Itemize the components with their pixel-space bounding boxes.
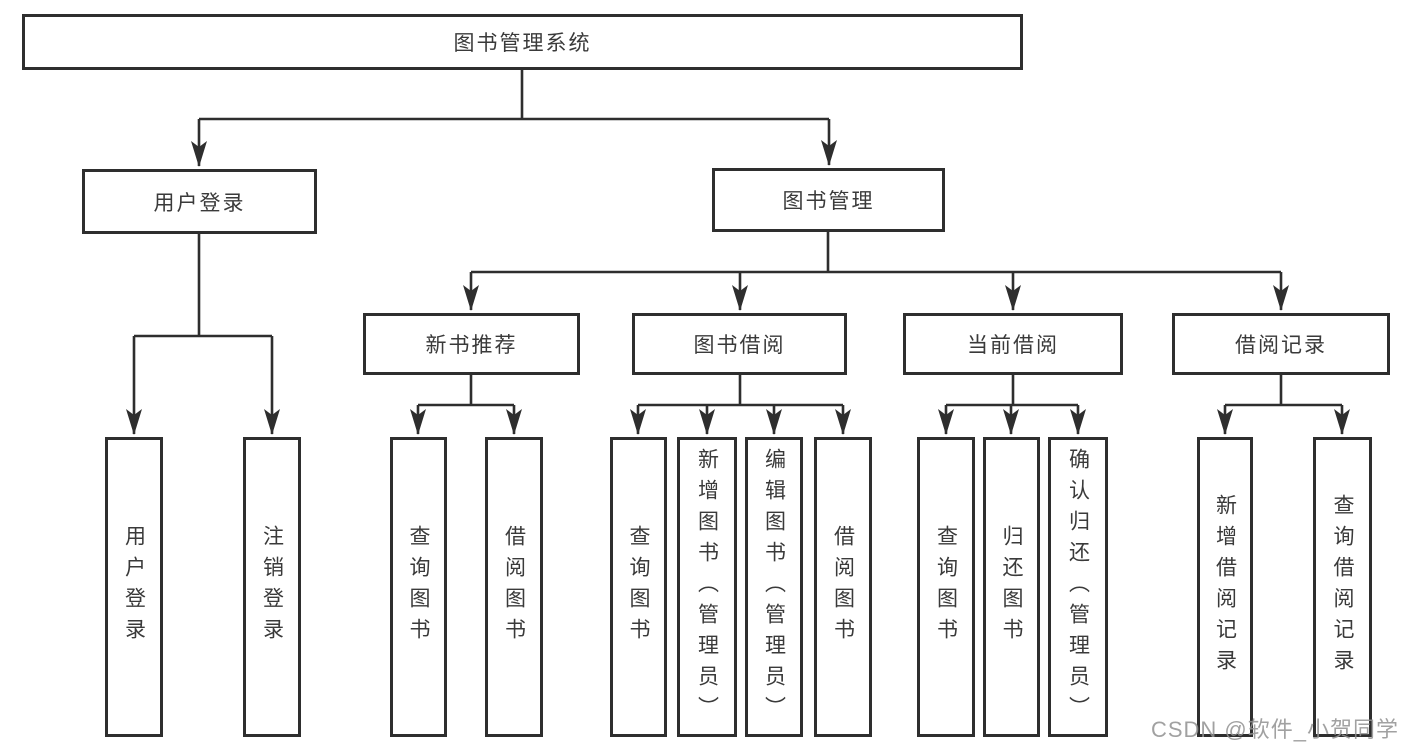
- node-library-management-system: 图书管理系统: [22, 14, 1023, 70]
- node-leaf-confirm-return-admin: 确认归还（管理员）: [1048, 437, 1108, 737]
- node-label: 新增图书（管理员）: [695, 447, 719, 727]
- node-leaf-return-books: 归还图书: [983, 437, 1040, 737]
- node-label: 查询图书: [934, 525, 958, 649]
- node-label: 用户登录: [153, 191, 246, 215]
- node-label: 图书管理系统: [453, 32, 592, 55]
- node-label: 确认归还（管理员）: [1066, 447, 1090, 727]
- csdn-watermark: CSDN @软件_小贺同学: [1150, 717, 1399, 742]
- node-label: 用户登录: [122, 525, 146, 649]
- node-leaf-query-books-current: 查询图书: [917, 437, 975, 737]
- node-leaf-edit-books-admin: 编辑图书（管理员）: [745, 437, 803, 737]
- node-label: 借阅图书: [502, 525, 526, 649]
- node-borrowing-records: 借阅记录: [1172, 313, 1390, 375]
- node-label: 借阅记录: [1235, 334, 1327, 357]
- node-new-book-recommendation: 新书推荐: [363, 313, 580, 375]
- node-label: 当前借阅: [967, 334, 1059, 357]
- node-leaf-borrow-books-recommend: 借阅图书: [485, 437, 543, 737]
- node-leaf-query-books-borrowing: 查询图书: [610, 437, 667, 737]
- node-label: 查询图书: [627, 525, 650, 649]
- node-leaf-logout: 注销登录: [243, 437, 301, 737]
- node-leaf-user-login: 用户登录: [105, 437, 163, 737]
- node-leaf-query-books-recommend: 查询图书: [390, 437, 447, 737]
- node-leaf-query-borrow-record: 查询借阅记录: [1313, 437, 1372, 737]
- node-label: 图书借阅: [693, 334, 786, 357]
- node-label: 图书管理: [782, 190, 875, 213]
- node-book-borrowing: 图书借阅: [632, 313, 847, 375]
- node-current-borrowing: 当前借阅: [903, 313, 1123, 375]
- node-label: 新增借阅记录: [1213, 494, 1237, 680]
- node-leaf-borrow-books: 借阅图书: [814, 437, 872, 737]
- node-leaf-add-borrow-record: 新增借阅记录: [1197, 437, 1253, 737]
- node-label: 查询图书: [407, 525, 430, 649]
- node-label: 新书推荐: [425, 334, 518, 357]
- node-label: 借阅图书: [831, 525, 855, 649]
- node-user-login-branch: 用户登录: [82, 169, 317, 234]
- node-label: 注销登录: [260, 525, 284, 649]
- node-label: 编辑图书（管理员）: [762, 447, 786, 727]
- node-book-management-branch: 图书管理: [712, 168, 945, 232]
- node-label: 归还图书: [1000, 525, 1023, 649]
- node-leaf-add-books-admin: 新增图书（管理员）: [677, 437, 737, 737]
- node-label: 查询借阅记录: [1331, 494, 1354, 680]
